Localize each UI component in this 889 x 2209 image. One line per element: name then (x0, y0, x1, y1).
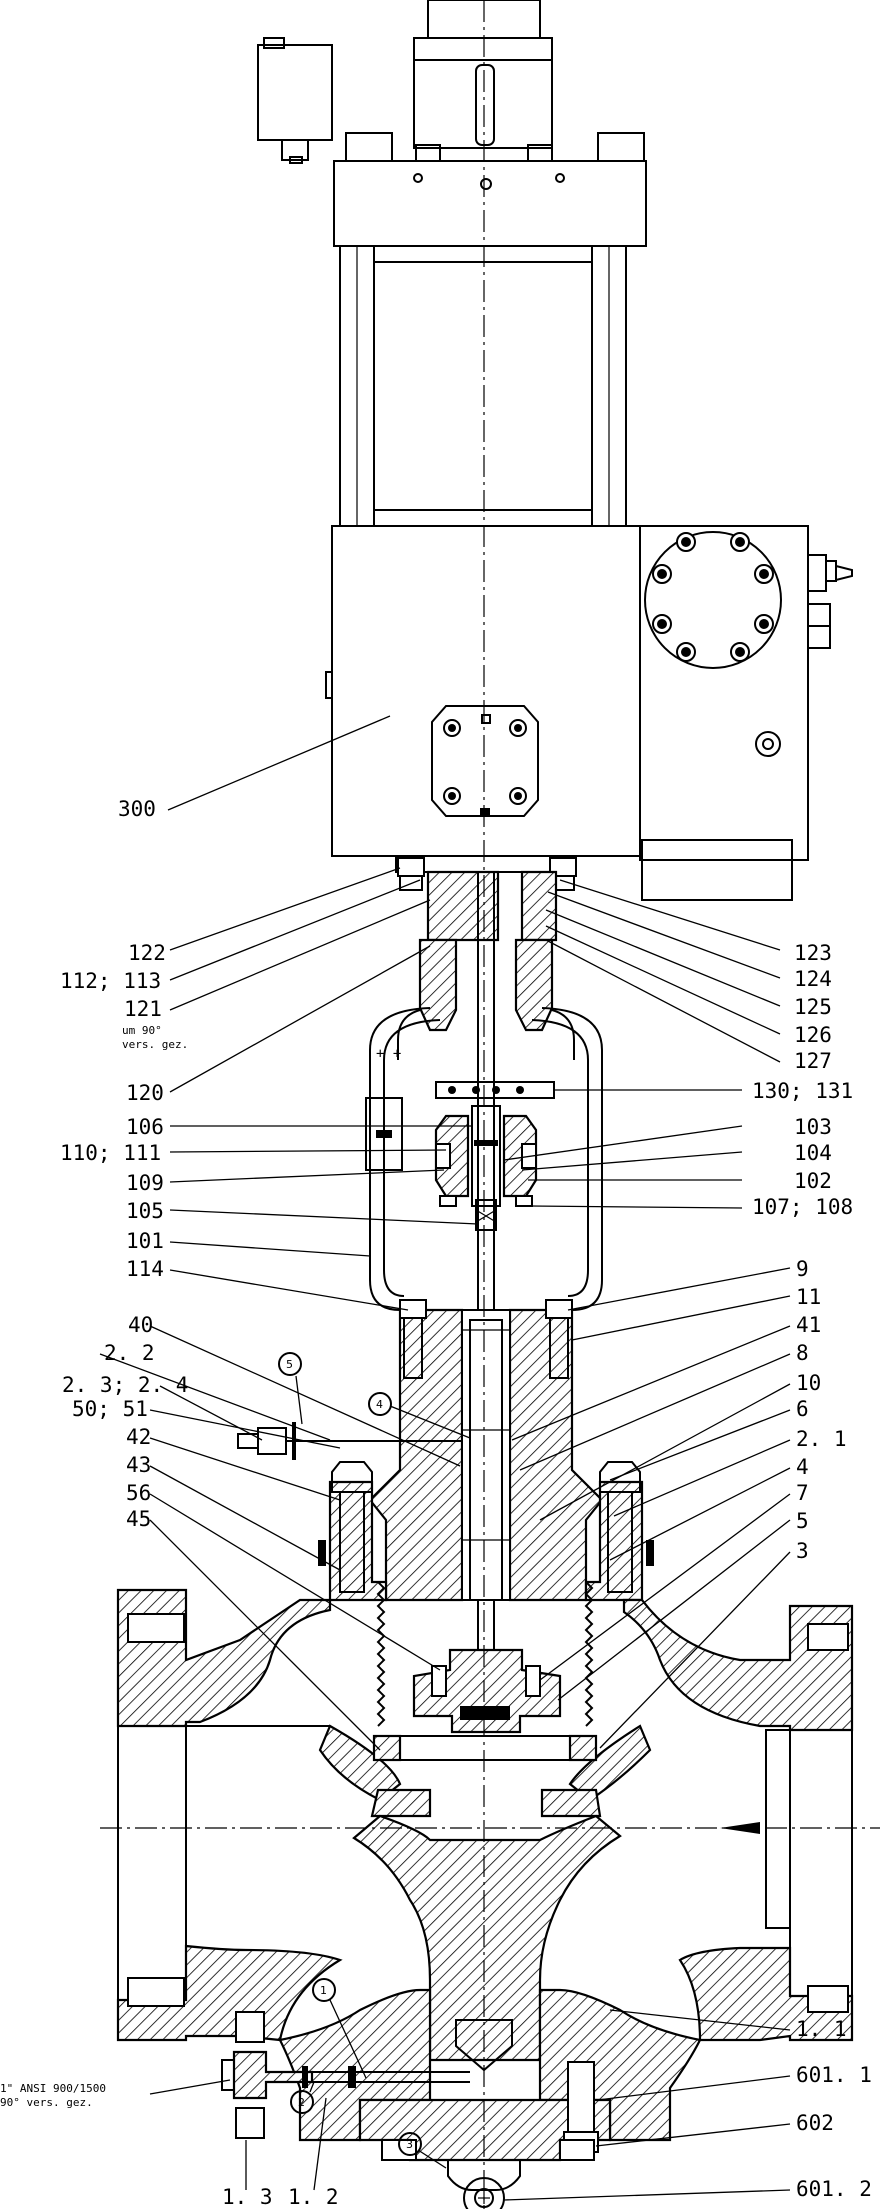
label-3: 3 (796, 1539, 809, 1563)
label-11: 11 (796, 1285, 821, 1309)
label-1-2: 1. 2 (288, 2185, 339, 2209)
label-45: 45 (126, 1507, 151, 1531)
label-110-111: 110; 111 (60, 1141, 161, 1165)
label-4: 4 (796, 1455, 809, 1479)
label-107-108: 107; 108 (752, 1195, 853, 1219)
label-602: 602 (796, 2111, 834, 2135)
label-41: 41 (796, 1313, 821, 1337)
label-102: 102 (794, 1169, 832, 1193)
bottom-labels: 1. 3 1. 2 1" ANSI 900/1500 90° vers. gez… (0, 2082, 339, 2209)
label-105: 105 (126, 1199, 164, 1223)
label-112-113: 112; 113 (60, 969, 161, 993)
label-109: 109 (126, 1171, 164, 1195)
label-121: 121 (124, 997, 162, 1021)
callout-2: 2 (298, 2096, 305, 2109)
label-1-1: 1. 1 (796, 2017, 847, 2041)
label-6: 6 (796, 1397, 809, 1421)
right-labels: 123 124 125 126 127 130; 131 103 104 102… (752, 941, 872, 2201)
callout-5: 5 (286, 1358, 293, 1371)
bonnet (237, 1299, 604, 1602)
label-101: 101 (126, 1229, 164, 1253)
label-5: 5 (796, 1509, 809, 1533)
leader-lines (99, 715, 791, 2201)
label-2-2: 2. 2 (104, 1341, 155, 1365)
actuator-top (257, 0, 647, 247)
label-2-1: 2. 1 (796, 1427, 847, 1451)
rotation-note-line2: vers. gez. (122, 1038, 188, 1051)
gearbox-300 (325, 525, 853, 901)
label-50-51: 50; 51 (72, 1397, 148, 1421)
label-106: 106 (126, 1115, 164, 1139)
left-labels: 300 122 112; 113 121 um 90° vers. gez. 1… (60, 797, 188, 1531)
callout-1: 1 (320, 1984, 327, 1997)
label-42: 42 (126, 1425, 151, 1449)
yoke-section: + + (365, 855, 603, 1311)
label-56: 56 (126, 1481, 151, 1505)
rotation-note-line1: um 90° (122, 1024, 162, 1037)
callout-4: 4 (376, 1398, 383, 1411)
label-125: 125 (794, 995, 832, 1019)
label-114: 114 (126, 1257, 164, 1281)
label-43: 43 (126, 1453, 151, 1477)
cylinder-section (339, 245, 627, 527)
circled-callouts: 1 2 3 4 5 (278, 1352, 422, 2156)
body-studs (318, 1461, 654, 1602)
label-2-3-2-4: 2. 3; 2. 4 (62, 1373, 188, 1397)
label-126: 126 (794, 1023, 832, 1047)
label-9: 9 (796, 1257, 809, 1281)
label-104: 104 (794, 1141, 832, 1165)
handwheel-bolts (652, 532, 774, 662)
label-1-3: 1. 3 (222, 2185, 273, 2209)
label-7: 7 (796, 1481, 809, 1505)
label-124: 124 (794, 967, 832, 991)
label-601-2: 601. 2 (796, 2177, 872, 2201)
label-300: 300 (118, 797, 156, 821)
flange-note-line1: 1" ANSI 900/1500 (0, 2082, 106, 2095)
label-601-1: 601. 1 (796, 2063, 872, 2087)
flange-note-line2: 90° vers. gez. (0, 2096, 93, 2109)
label-127: 127 (794, 1049, 832, 1073)
label-123: 123 (794, 941, 832, 965)
label-8: 8 (796, 1341, 809, 1365)
label-40: 40 (128, 1313, 153, 1337)
callout-3: 3 (406, 2138, 413, 2151)
label-10: 10 (796, 1371, 821, 1395)
label-120: 120 (126, 1081, 164, 1105)
label-130-131: 130; 131 (752, 1079, 853, 1103)
label-103: 103 (794, 1115, 832, 1139)
valve-body (116, 1581, 854, 2209)
label-122: 122 (128, 941, 166, 965)
plus-marks: + + (376, 1046, 401, 1062)
